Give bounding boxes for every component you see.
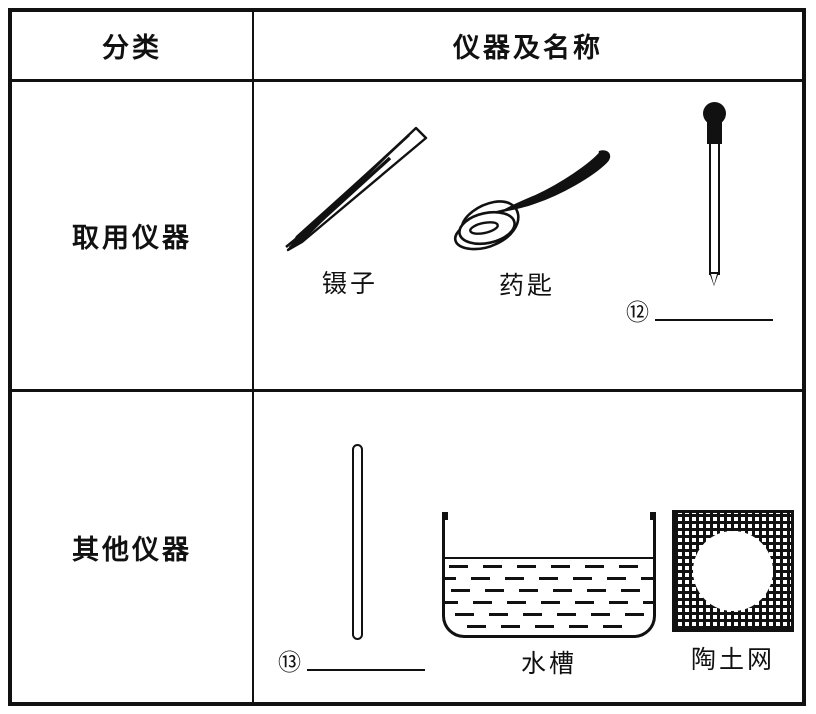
match-stick-tip [709, 272, 719, 286]
row-content-other-apparatus: ⑬ [254, 392, 802, 702]
row-label-other-apparatus: 其他仪器 [72, 534, 192, 565]
tweezers-icon [285, 126, 428, 252]
item-tweezers: 镊子 [266, 114, 434, 304]
column-divider [252, 12, 254, 702]
header-row-divider [12, 79, 802, 82]
trough-rim-left [445, 512, 448, 520]
blank-slot-12[interactable]: ⑫ [626, 302, 773, 325]
caption-tweezers: 镊子 [321, 271, 378, 298]
item-medicine-spoon: 药匙 [432, 144, 622, 304]
match-head [703, 102, 726, 125]
caption-clay-gauze: 陶土网 [690, 647, 775, 674]
blank-number-12: ⑫ [626, 300, 649, 326]
item-glass-stirring-rod: ⑬ [264, 412, 444, 682]
item-clay-gauze: 陶土网 [672, 510, 800, 680]
item-water-trough: 水槽 [442, 512, 662, 682]
water-surface-line [445, 557, 653, 559]
header-cell-apparatus: 仪器及名称 [453, 33, 603, 63]
clay-gauze-icon [672, 510, 794, 632]
body-row-divider [12, 389, 802, 392]
match-stick-body [709, 140, 720, 275]
medicine-spoon-icon [453, 150, 611, 251]
water-fill [445, 559, 653, 635]
row-content-taking-apparatus: 镊子 药匙 [254, 82, 802, 389]
blank-slot-13[interactable]: ⑬ [278, 652, 425, 675]
blank-answer-line-13[interactable] [307, 669, 425, 671]
item-matchstick: ⑫ [626, 102, 790, 372]
caption-water-trough: 水槽 [520, 651, 577, 678]
row-label-taking-apparatus: 取用仪器 [72, 223, 192, 253]
glass-stirring-rod-icon [352, 444, 363, 640]
blank-number-13: ⑬ [278, 650, 301, 676]
clay-gauze-center-disc [693, 531, 773, 611]
matchstick-icon [700, 102, 730, 292]
caption-medicine-spoon: 药匙 [498, 273, 555, 300]
blank-answer-line-12[interactable] [655, 319, 773, 321]
header-cell-category: 分类 [102, 33, 162, 63]
trough-rim-right [650, 512, 653, 520]
apparatus-table: 分类 仪器及名称 取用仪器 镊子 [8, 8, 806, 706]
water-trough-icon [442, 512, 656, 638]
